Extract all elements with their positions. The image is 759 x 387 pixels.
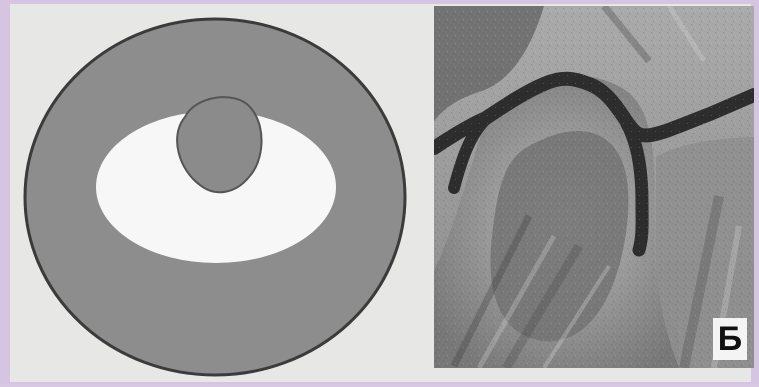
schematic-diagram	[10, 4, 430, 382]
diagram-svg	[10, 4, 430, 382]
ultrasound-svg	[434, 6, 754, 368]
ultrasound-image: Б	[434, 6, 754, 368]
figure-panel: Б	[10, 4, 751, 382]
figure-label: Б	[713, 318, 747, 360]
ultrasound-grain	[434, 6, 754, 368]
